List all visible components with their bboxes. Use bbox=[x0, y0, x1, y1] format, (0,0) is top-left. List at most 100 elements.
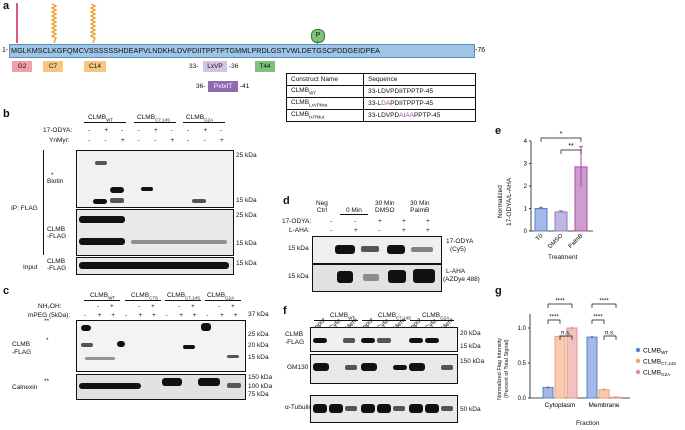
mw-label: 25 kDa bbox=[236, 152, 257, 159]
mw-label: 75 kDa bbox=[248, 391, 269, 398]
bar-t0 bbox=[534, 208, 548, 232]
sign-7: + bbox=[203, 127, 208, 134]
sign-5: + bbox=[191, 303, 195, 310]
bar-0-0 bbox=[542, 387, 554, 399]
y-tick-label: 3 bbox=[524, 162, 528, 168]
sign-2: - bbox=[138, 303, 141, 310]
x-tick-label: Cytoplasm bbox=[545, 402, 576, 409]
e-ylabel: Normalized bbox=[497, 185, 504, 218]
sign-0: - bbox=[84, 312, 87, 319]
mw-label: 100 kDa bbox=[248, 383, 273, 390]
sign-5: + bbox=[170, 137, 175, 144]
data-point bbox=[590, 335, 594, 339]
legend-marker bbox=[635, 358, 641, 364]
g-xlabel: Fraction bbox=[576, 420, 600, 427]
table-header: Construct Name bbox=[285, 73, 365, 86]
y-tick-label: 2 bbox=[524, 184, 528, 190]
legend-marker bbox=[635, 369, 641, 375]
t44-box: T44 bbox=[255, 61, 275, 72]
star: * bbox=[51, 172, 54, 179]
legend-label: CLMBG2A bbox=[643, 370, 670, 378]
header-dmso: 30 Min DMSO bbox=[375, 200, 395, 214]
seq-end: -76 bbox=[475, 47, 486, 54]
sig-bracket bbox=[591, 319, 605, 324]
sig-label: * bbox=[560, 131, 563, 138]
header-0min: 0 Min bbox=[346, 207, 362, 214]
sign-7: - bbox=[203, 137, 206, 144]
sig-bracket bbox=[603, 335, 617, 340]
c14-box: C14 bbox=[84, 61, 106, 72]
calnexin-blot bbox=[76, 374, 246, 400]
legend-marker bbox=[635, 347, 641, 353]
header-palmb: 30 Min PalmB bbox=[410, 200, 430, 214]
odya-blot bbox=[312, 236, 442, 264]
row-label-nh2oh: NH₂OH: bbox=[38, 303, 62, 310]
clmb-label: CLMB bbox=[12, 341, 31, 348]
cy5-label: (Cy5) bbox=[450, 246, 466, 253]
mw-label: 15 kDa bbox=[236, 260, 257, 267]
data-point bbox=[546, 386, 550, 389]
seq-start: 1- bbox=[2, 47, 9, 54]
phospho-icon: P bbox=[311, 29, 325, 43]
x-tick-label: Membrane bbox=[588, 402, 619, 409]
sign-3: - bbox=[124, 312, 127, 319]
g2-box: G2 bbox=[12, 61, 32, 72]
sign-1: + bbox=[110, 303, 114, 310]
header-g2a: CLMBG2A bbox=[186, 114, 214, 123]
lxvp-start: 33- bbox=[189, 63, 199, 70]
lipid-modification-icons bbox=[16, 3, 97, 44]
pxixit-start: 36- bbox=[196, 83, 206, 90]
sign-1: + bbox=[104, 127, 109, 134]
azdye-label: (AZDye 488) bbox=[443, 276, 480, 283]
star: * bbox=[46, 337, 49, 344]
table-row: CLMBWT 33-LDVPDIITPPTP-45 bbox=[285, 85, 476, 98]
y-tick-label: 0.0 bbox=[518, 396, 527, 402]
sign-6: - bbox=[187, 137, 190, 144]
sig-bracket bbox=[559, 335, 573, 340]
mw-label: 20 kDa bbox=[460, 330, 481, 337]
clmb-flag-label: CLMB -FLAG bbox=[47, 226, 67, 240]
y-tick-label: 4 bbox=[524, 139, 528, 145]
data-point bbox=[614, 396, 618, 399]
sig-bracket bbox=[591, 303, 617, 308]
data-point bbox=[602, 388, 606, 391]
bar-dmso bbox=[554, 211, 568, 232]
sign-0: - bbox=[88, 137, 91, 144]
bar-0-1 bbox=[554, 335, 566, 399]
legend-label: CLMBWT bbox=[643, 348, 668, 356]
x-tick-label: T0 bbox=[535, 233, 545, 243]
sig-label: ** bbox=[568, 143, 574, 150]
row-label-laha: L-AHA: bbox=[289, 227, 310, 234]
flag-label: -FLAG bbox=[12, 349, 32, 356]
sign-6: - bbox=[218, 303, 221, 310]
input-blot bbox=[76, 257, 234, 275]
clmb-label: CLMB bbox=[285, 331, 304, 338]
mw-label: 50 kDa bbox=[460, 406, 481, 413]
panel-label-f: f bbox=[283, 305, 287, 317]
sig-label: **** bbox=[555, 299, 565, 305]
sign-0: - bbox=[330, 218, 333, 225]
sig-bracket bbox=[547, 319, 561, 324]
row-label-mpeg: mPEG (5kDa): bbox=[28, 312, 71, 319]
header-wt: CLMBWT bbox=[88, 114, 114, 123]
gm130-label: GM130 bbox=[287, 364, 309, 371]
row-label-odya: 17-ODYA: bbox=[282, 218, 312, 225]
legend-label: CLMBC7,14S bbox=[643, 359, 676, 367]
sign-2: + bbox=[378, 218, 382, 225]
sign-2: + bbox=[121, 137, 125, 144]
row-label-odya: 17-ODYA: bbox=[43, 127, 73, 134]
mw-label: 150 kDa bbox=[460, 358, 485, 365]
mw-label: 15 kDa bbox=[288, 273, 309, 280]
e-ylabel2: 17-ODYA/L-AHA bbox=[506, 177, 513, 226]
sign-7: + bbox=[179, 312, 183, 319]
sign-0: - bbox=[88, 127, 91, 134]
sign-9: - bbox=[206, 312, 209, 319]
gm130-blot bbox=[310, 354, 458, 384]
e-xlabel: Treatment bbox=[548, 254, 578, 261]
input-label: Input bbox=[23, 264, 38, 271]
row-label-ynmyr: YnMyr: bbox=[49, 137, 70, 144]
pxixit-end: -41 bbox=[240, 83, 250, 90]
mw-label: 150 kDa bbox=[248, 374, 273, 381]
sign-3: + bbox=[151, 303, 155, 310]
sign-5: - bbox=[170, 127, 173, 134]
